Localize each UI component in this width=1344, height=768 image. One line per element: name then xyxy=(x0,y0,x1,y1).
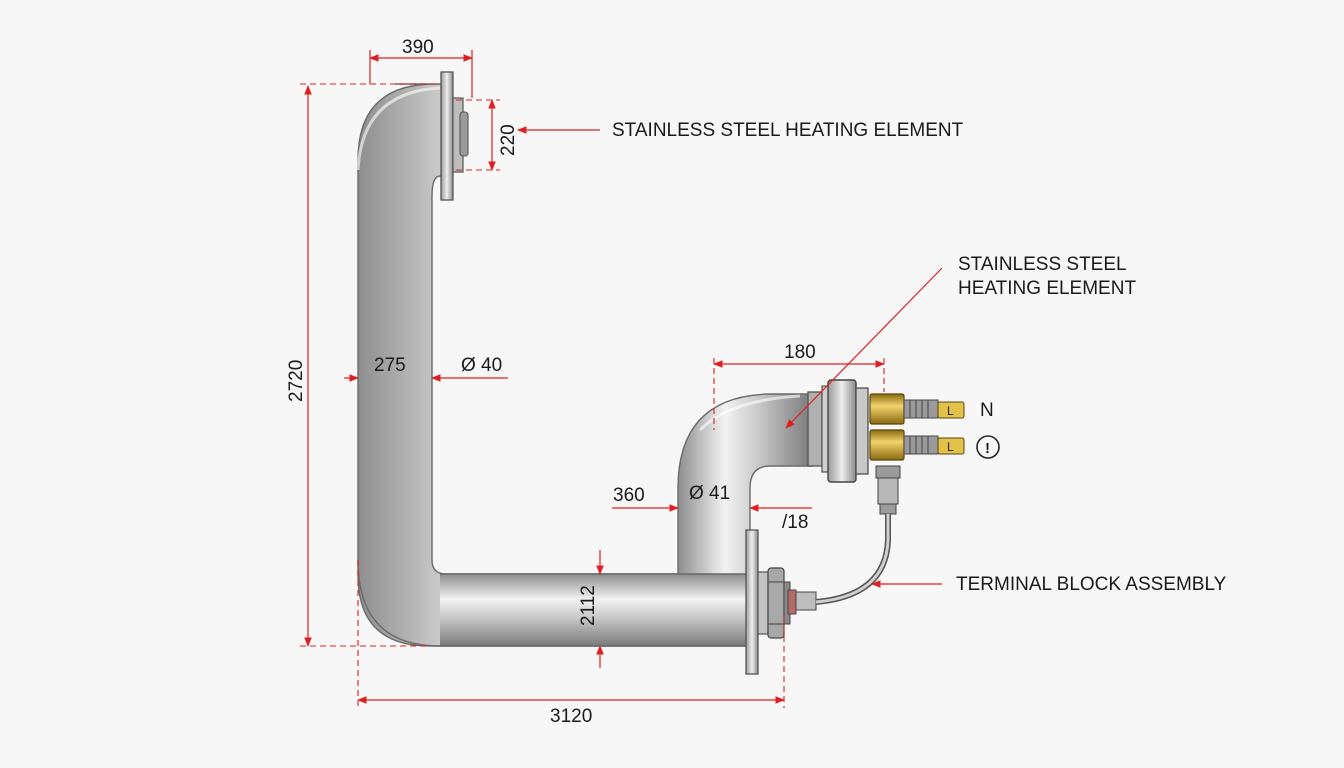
terminal-tag-top: L xyxy=(947,404,954,418)
dim-vertical-leg-width: 275 xyxy=(374,355,406,376)
callout-right-label-2: HEATING ELEMENT xyxy=(958,278,1136,299)
bottom-flange xyxy=(745,529,817,675)
warning-symbol: ! xyxy=(985,440,990,457)
dim-top-width: 390 xyxy=(402,37,434,58)
dim-flange-height: 220 xyxy=(498,124,519,156)
dim-diameter-right: Ø 41 xyxy=(689,483,730,504)
dim-total-width: 3120 xyxy=(550,706,592,727)
callout-top-label: STAINLESS STEEL HEATING ELEMENT xyxy=(612,120,964,141)
terminal-n-label: N xyxy=(980,400,994,421)
dimension-lines xyxy=(300,50,943,708)
top-flange xyxy=(440,71,469,201)
dim-right-top-width: 180 xyxy=(784,342,816,363)
dim-total-height: 2720 xyxy=(286,360,307,402)
callout-terminal-label: TERMINAL BLOCK ASSEMBLY xyxy=(956,574,1227,595)
labels: 390 220 STAINLESS STEEL HEATING ELEMENT … xyxy=(286,37,1227,727)
main-pipe xyxy=(356,83,753,647)
dim-slash-value: /18 xyxy=(782,512,808,533)
right-riser-pipe xyxy=(677,393,813,575)
terminal-block: L L xyxy=(815,393,965,605)
terminal-tag-bottom: L xyxy=(947,440,954,454)
dim-right-offset: 360 xyxy=(613,485,645,506)
dim-diameter-main: Ø 40 xyxy=(461,355,502,376)
right-flange xyxy=(807,379,869,483)
callout-right-label-1: STAINLESS STEEL xyxy=(958,254,1127,275)
warning-icon xyxy=(976,435,1000,459)
dim-bottom-height: 2112 xyxy=(578,585,599,626)
